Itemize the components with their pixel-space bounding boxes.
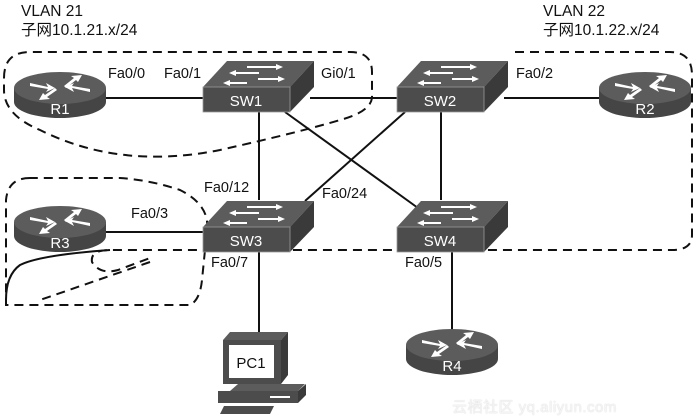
port-label-sw3-fa012: Fa0/12 [204, 180, 250, 196]
port-label-sw1-fa01: Fa0/1 [164, 66, 202, 82]
switch-sw1-label: SW1 [230, 93, 263, 110]
link-sw2-sw3 [304, 111, 406, 202]
vlan22-subnet: 子网10.1.22.x/24 [543, 22, 660, 40]
port-label-sw4-fa05: Fa0/5 [405, 255, 443, 271]
router-r1[interactable]: R1 [14, 72, 106, 118]
links [106, 97, 599, 332]
router-r3[interactable]: R3 [14, 206, 106, 252]
port-label-sw3-fa024: Fa0/24 [322, 186, 368, 202]
switch-sw2[interactable]: SW2 [396, 60, 509, 113]
switch-sw3-label: SW3 [230, 233, 263, 250]
switch-sw4-label: SW4 [424, 233, 457, 250]
router-r4[interactable]: R4 [406, 329, 498, 375]
port-label-r1-fa00: Fa0/0 [108, 66, 146, 82]
vlan21-label: VLAN 21 子网10.1.21.x/24 [21, 2, 137, 41]
switch-sw2-label: SW2 [424, 93, 457, 110]
switch-sw4[interactable]: SW4 [396, 200, 509, 253]
router-r2[interactable]: R2 [599, 72, 691, 118]
port-label-sw1-gi01: Gi0/1 [321, 66, 356, 82]
vlan22-label: VLAN 22 子网10.1.22.x/24 [543, 2, 659, 41]
router-r2-label: R2 [635, 101, 654, 118]
router-r3-label: R3 [50, 235, 69, 252]
port-label-sw3-fa03: Fa0/3 [131, 206, 169, 222]
vlan21-subnet: 子网10.1.21.x/24 [21, 22, 138, 40]
vlan21-boundary [3, 51, 373, 306]
watermark: 云栖社区 yq.aliyun.com [452, 399, 617, 416]
pc-pc1-label: PC1 [236, 355, 265, 372]
port-label-sw2-fa02: Fa0/2 [516, 66, 554, 82]
port-label-sw3-fa07: Fa0/7 [211, 255, 249, 271]
vlan21-name: VLAN 21 [21, 3, 84, 20]
switch-sw3[interactable]: SW3 [202, 200, 315, 253]
router-r1-label: R1 [50, 101, 69, 118]
switch-sw1[interactable]: SW1 [202, 60, 315, 113]
pc-pc1[interactable]: PC1 [218, 332, 306, 414]
vlan22-name: VLAN 22 [543, 3, 606, 20]
router-r4-label: R4 [442, 358, 461, 375]
vlan22-boundary [5, 51, 693, 301]
